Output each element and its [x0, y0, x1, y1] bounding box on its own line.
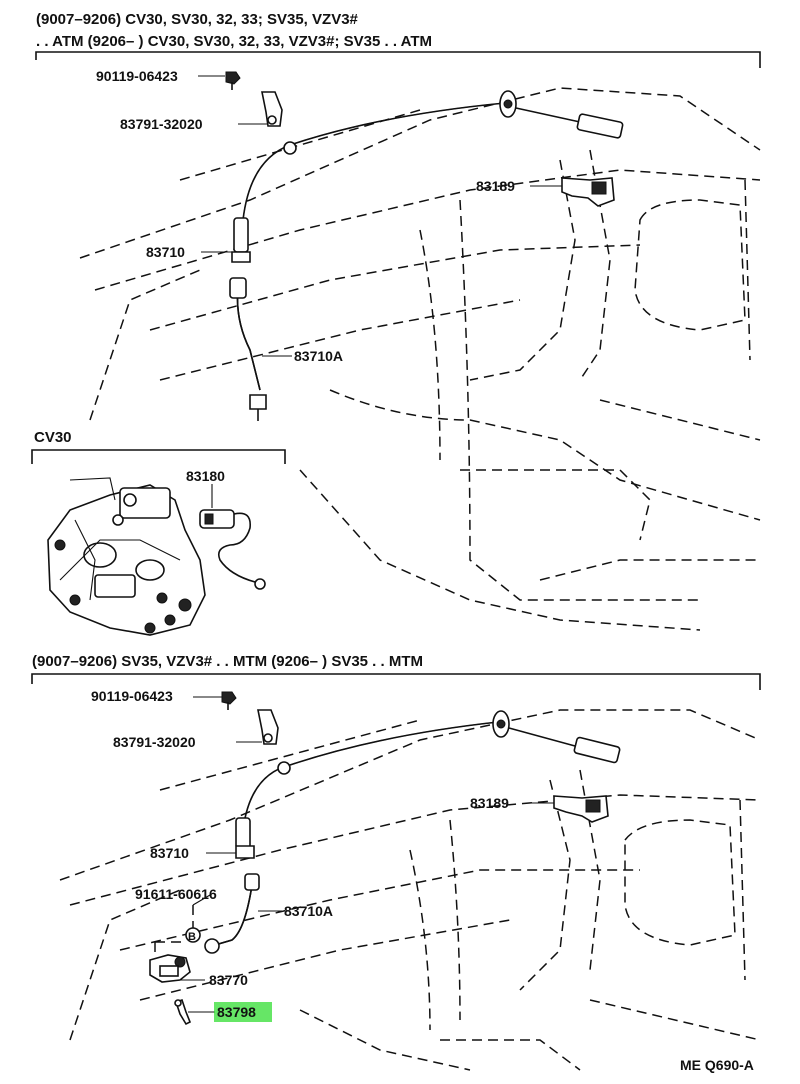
bottom-callout-clamp: 83791-32020	[113, 734, 196, 750]
top-callout-cable-a: 83710A	[294, 348, 343, 364]
top-header-line1: (9007–9206) CV30, SV30, 32, 33; SV35, VZ…	[36, 11, 359, 28]
bottom-callout-cable: 83710	[150, 845, 189, 861]
top-bolt-part	[225, 71, 241, 90]
top-leaders	[198, 75, 562, 357]
top-header-line2: . . ATM (9206– ) CV30, SV30, 32, 33, VZV…	[36, 33, 432, 50]
top-bracket	[35, 51, 761, 68]
top-callout-clamp: 83791-32020	[120, 116, 203, 132]
ref-mark-label: B	[188, 931, 196, 943]
bottom-part-83798	[174, 998, 192, 1026]
bottom-dashboard-outline	[59, 709, 761, 1071]
cv30-title: CV30	[34, 429, 72, 446]
bottom-bolt-part	[221, 691, 237, 710]
top-clamp-part	[261, 91, 283, 127]
cv30-sensor-part	[199, 509, 266, 590]
bottom-joint-part	[149, 954, 191, 983]
bottom-driven-gear-part	[553, 795, 609, 823]
cv30-callout-sensor: 83180	[186, 468, 225, 484]
top-callout-cable: 83710	[146, 244, 185, 260]
cv30-bracket	[31, 449, 286, 464]
bottom-speedometer-cable	[204, 710, 621, 954]
bottom-callout-bolt: 90119-06423	[91, 688, 173, 704]
top-callout-bolt: 90119-06423	[96, 68, 178, 84]
bottom-callout-driven-gear: 83189	[470, 795, 509, 811]
bottom-callout-bolt2: 91611-60616	[135, 886, 217, 902]
bottom-leaders	[178, 696, 554, 1013]
part-highlight	[214, 1002, 272, 1022]
top-driven-gear-part	[561, 177, 615, 207]
bottom-bracket	[31, 673, 761, 690]
top-callout-driven-gear: 83189	[476, 178, 515, 194]
bottom-section: (9007–9206) SV35, VZV3# . . MTM (9206– )…	[31, 653, 761, 1071]
bottom-header: (9007–9206) SV35, VZV3# . . MTM (9206– )…	[32, 653, 423, 670]
footer-code: ME Q690-A	[680, 1057, 754, 1073]
bottom-callout-cable-a: 83710A	[284, 903, 333, 919]
top-speedometer-cable	[229, 90, 624, 421]
bottom-clamp-part	[257, 709, 279, 745]
bottom-callout-highlighted-part[interactable]: 83798	[217, 1004, 256, 1020]
cv30-inset: CV30 83180	[31, 429, 286, 636]
top-section: (9007–9206) CV30, SV30, 32, 33; SV35, VZ…	[35, 11, 761, 631]
cv30-transmission	[47, 477, 206, 636]
bottom-callout-joint: 83770	[209, 972, 248, 988]
